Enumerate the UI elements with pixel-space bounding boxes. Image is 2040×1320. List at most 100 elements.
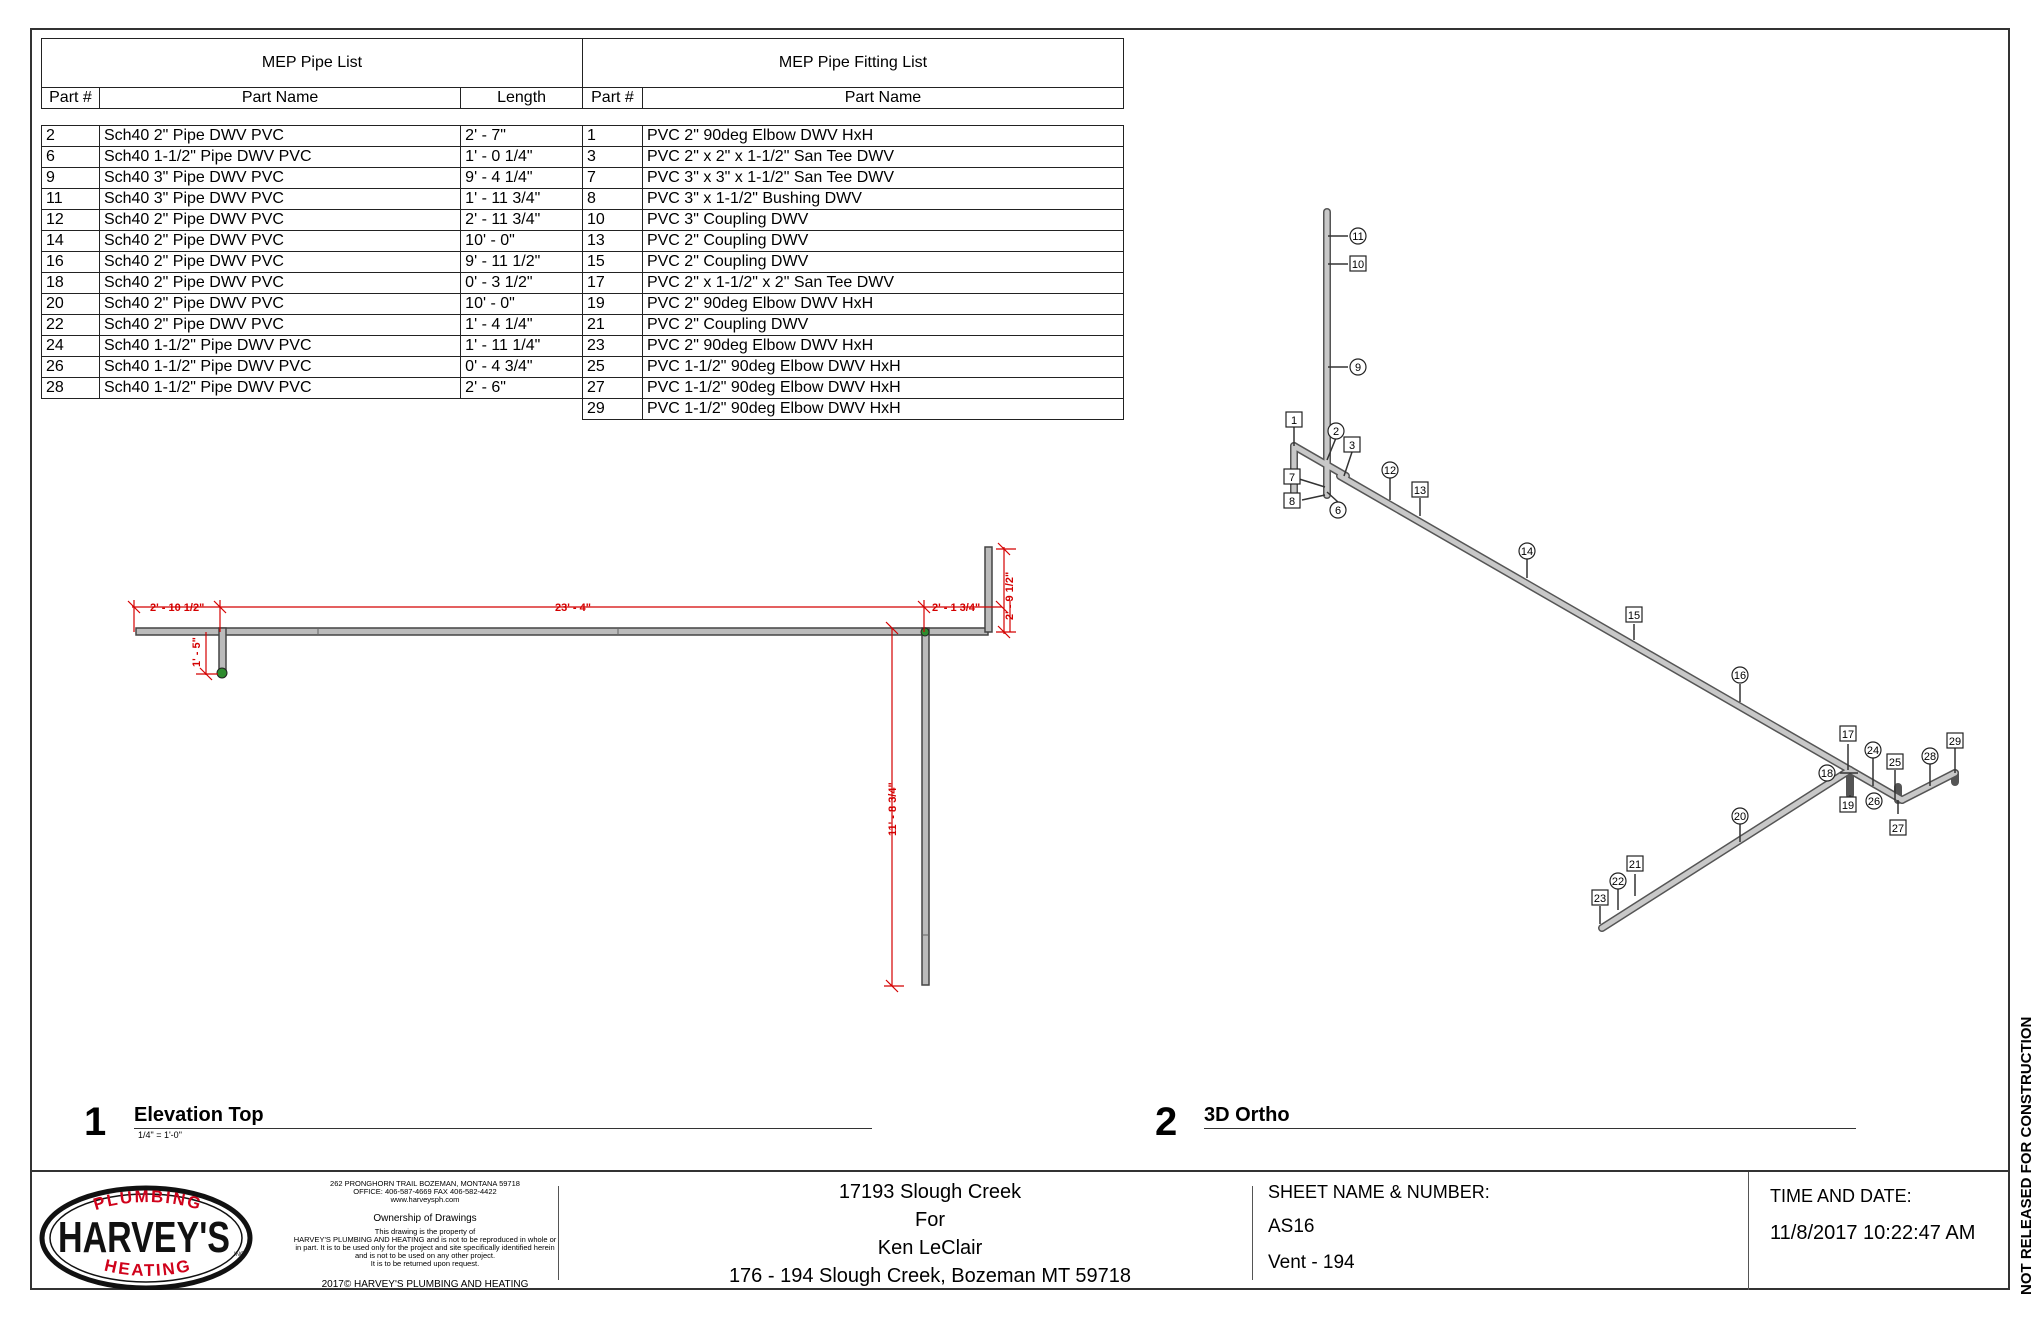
fitting-part-num-cell: 10	[582, 209, 643, 231]
ortho-main-run	[1337, 473, 1853, 773]
view-2-number: 2	[1155, 1100, 1178, 1144]
sheet-number: AS16	[1268, 1216, 1315, 1237]
project-client: Ken LeClair	[877, 1237, 983, 1259]
pipe-part-num-cell: 20	[41, 293, 100, 315]
pipe-part-name-cell: Sch40 1-1/2" Pipe DWV PVC	[98, 377, 462, 399]
pipe-tag: 26	[1865, 792, 1883, 810]
fitting-part-num-cell: 19	[582, 293, 643, 315]
elevation-top-drawing: 2' - 10 1/2" 23' - 4" 2' - 1 3/4" 2' - 9…	[127, 542, 1016, 993]
fitting-part-num-cell: 23	[582, 335, 643, 357]
fitting-tag-label: 27	[1892, 823, 1904, 835]
ownership-line: This drawing is the property of	[374, 1227, 476, 1236]
mep-pipe-fitting-list-table: MEP Pipe Fitting List Part # Part Name 1…	[582, 38, 1125, 420]
project-for: For	[915, 1209, 945, 1231]
dim-riser-label: 2' - 9 1/2"	[1004, 572, 1016, 620]
harveys-logo: PLUMBING HEATING HARVEY'S INC.	[39, 1185, 253, 1290]
pipe-tag: 28	[1921, 747, 1939, 765]
pipe-part-name-cell: Sch40 1-1/2" Pipe DWV PVC	[98, 335, 462, 357]
fitting-part-name-cell: PVC 2" x 2" x 1-1/2" San Tee DWV	[641, 146, 1125, 168]
sheet-name: Vent - 194	[1268, 1252, 1355, 1273]
fitting-part-name-cell: PVC 1-1/2" 90deg Elbow DWV HxH	[641, 398, 1125, 420]
company-website: www.harveysph.com	[390, 1195, 460, 1204]
fitting-part-name-cell: PVC 2" Coupling DWV	[641, 314, 1125, 336]
pipe-tag: 11	[1349, 227, 1367, 245]
fitting-part-num-cell: 15	[582, 251, 643, 273]
fitting-tag-label: 7	[1289, 472, 1295, 484]
time-date-label: TIME AND DATE:	[1770, 1186, 1912, 1206]
junction-marker	[920, 627, 930, 637]
3d-ortho-drawing: 1378101315171921232527292691112141618202…	[1283, 208, 1964, 932]
company-copyright: 2017© HARVEY'S PLUMBING AND HEATING	[321, 1279, 529, 1290]
pipe-part-name-cell: Sch40 2" Pipe DWV PVC	[98, 209, 462, 231]
ortho-pipe-outline	[1290, 208, 1959, 932]
ownership-line: HARVEY'S PLUMBING AND HEATING and is not…	[293, 1235, 557, 1244]
fitting-tag: 13	[1411, 481, 1429, 498]
fitting-tag: 17	[1839, 725, 1857, 742]
ownership-line: and is not to be used on any other proje…	[354, 1251, 496, 1260]
project-info: 17193 Slough Creek For Ken LeClair 176 -…	[630, 1178, 1230, 1290]
fitting-part-num-cell: 29	[582, 398, 643, 420]
fitting-tag-label: 29	[1949, 736, 1961, 748]
fitting-tag: 27	[1889, 819, 1907, 836]
fitting-tag: 29	[1946, 732, 1964, 749]
title-block: PLUMBING HEATING HARVEY'S INC. 262 PRONG…	[30, 1170, 2010, 1290]
dim-drop-label: 1' - 5"	[191, 637, 203, 667]
pipe-tag-label: 11	[1352, 231, 1363, 243]
title-block-divider	[1748, 1172, 1749, 1290]
ownership-line: It is to be returned upon request.	[370, 1259, 480, 1268]
pipe-part-name-cell: Sch40 1-1/2" Pipe DWV PVC	[98, 356, 462, 378]
dim-left-label: 2' - 10 1/2"	[150, 602, 204, 614]
fitting-tag: 15	[1625, 606, 1643, 623]
fitting-tag: 23	[1591, 889, 1609, 906]
fitting-tag-label: 17	[1842, 729, 1854, 741]
pipe-length-cell: 10' - 0"	[460, 293, 583, 315]
pipe-tag-label: 16	[1734, 670, 1746, 682]
ortho-pipes	[1291, 209, 1958, 931]
pipe-length-cell: 0' - 4 3/4"	[460, 356, 583, 378]
pipe-part-num-cell: 12	[41, 209, 100, 231]
pipe-tag-label: 26	[1868, 796, 1880, 808]
pipe-tag-label: 18	[1821, 768, 1833, 780]
pipe-tag: 2	[1327, 422, 1345, 440]
company-info: 262 PRONGHORN TRAIL BOZEMAN, MONTANA 597…	[270, 1180, 580, 1291]
fitting-part-name-cell: PVC 2" 90deg Elbow DWV HxH	[641, 293, 1125, 315]
fitting-list-header-part-name: Part Name	[641, 87, 1125, 109]
pipe-tag: 12	[1381, 461, 1399, 479]
pipe-tag: 9	[1349, 358, 1367, 376]
fitting-part-name-cell: PVC 1-1/2" 90deg Elbow DWV HxH	[641, 377, 1125, 399]
pipe-length-cell: 1' - 0 1/4"	[460, 146, 583, 168]
pipe-part-num-cell: 22	[41, 314, 100, 336]
fitting-tag-label: 10	[1352, 259, 1364, 271]
fitting-list-title: MEP Pipe Fitting List	[582, 38, 1124, 88]
fitting-tag: 1	[1285, 411, 1303, 428]
fitting-part-name-cell: PVC 3" x 3" x 1-1/2" San Tee DWV	[641, 167, 1125, 189]
pipe-tag-label: 9	[1355, 362, 1361, 374]
pipe-tag: 24	[1864, 741, 1882, 759]
ortho-top-branch	[1291, 443, 1349, 479]
fitting-part-num-cell: 21	[582, 314, 643, 336]
logo-harveys-text: HARVEY'S	[58, 1213, 230, 1262]
logo-inc-text: INC.	[234, 1252, 246, 1258]
pipe-tag-label: 24	[1867, 745, 1879, 757]
fitting-tag-label: 8	[1289, 496, 1295, 508]
view-1-number: 1	[84, 1100, 107, 1144]
pipe-length-cell: 9' - 11 1/2"	[460, 251, 583, 273]
